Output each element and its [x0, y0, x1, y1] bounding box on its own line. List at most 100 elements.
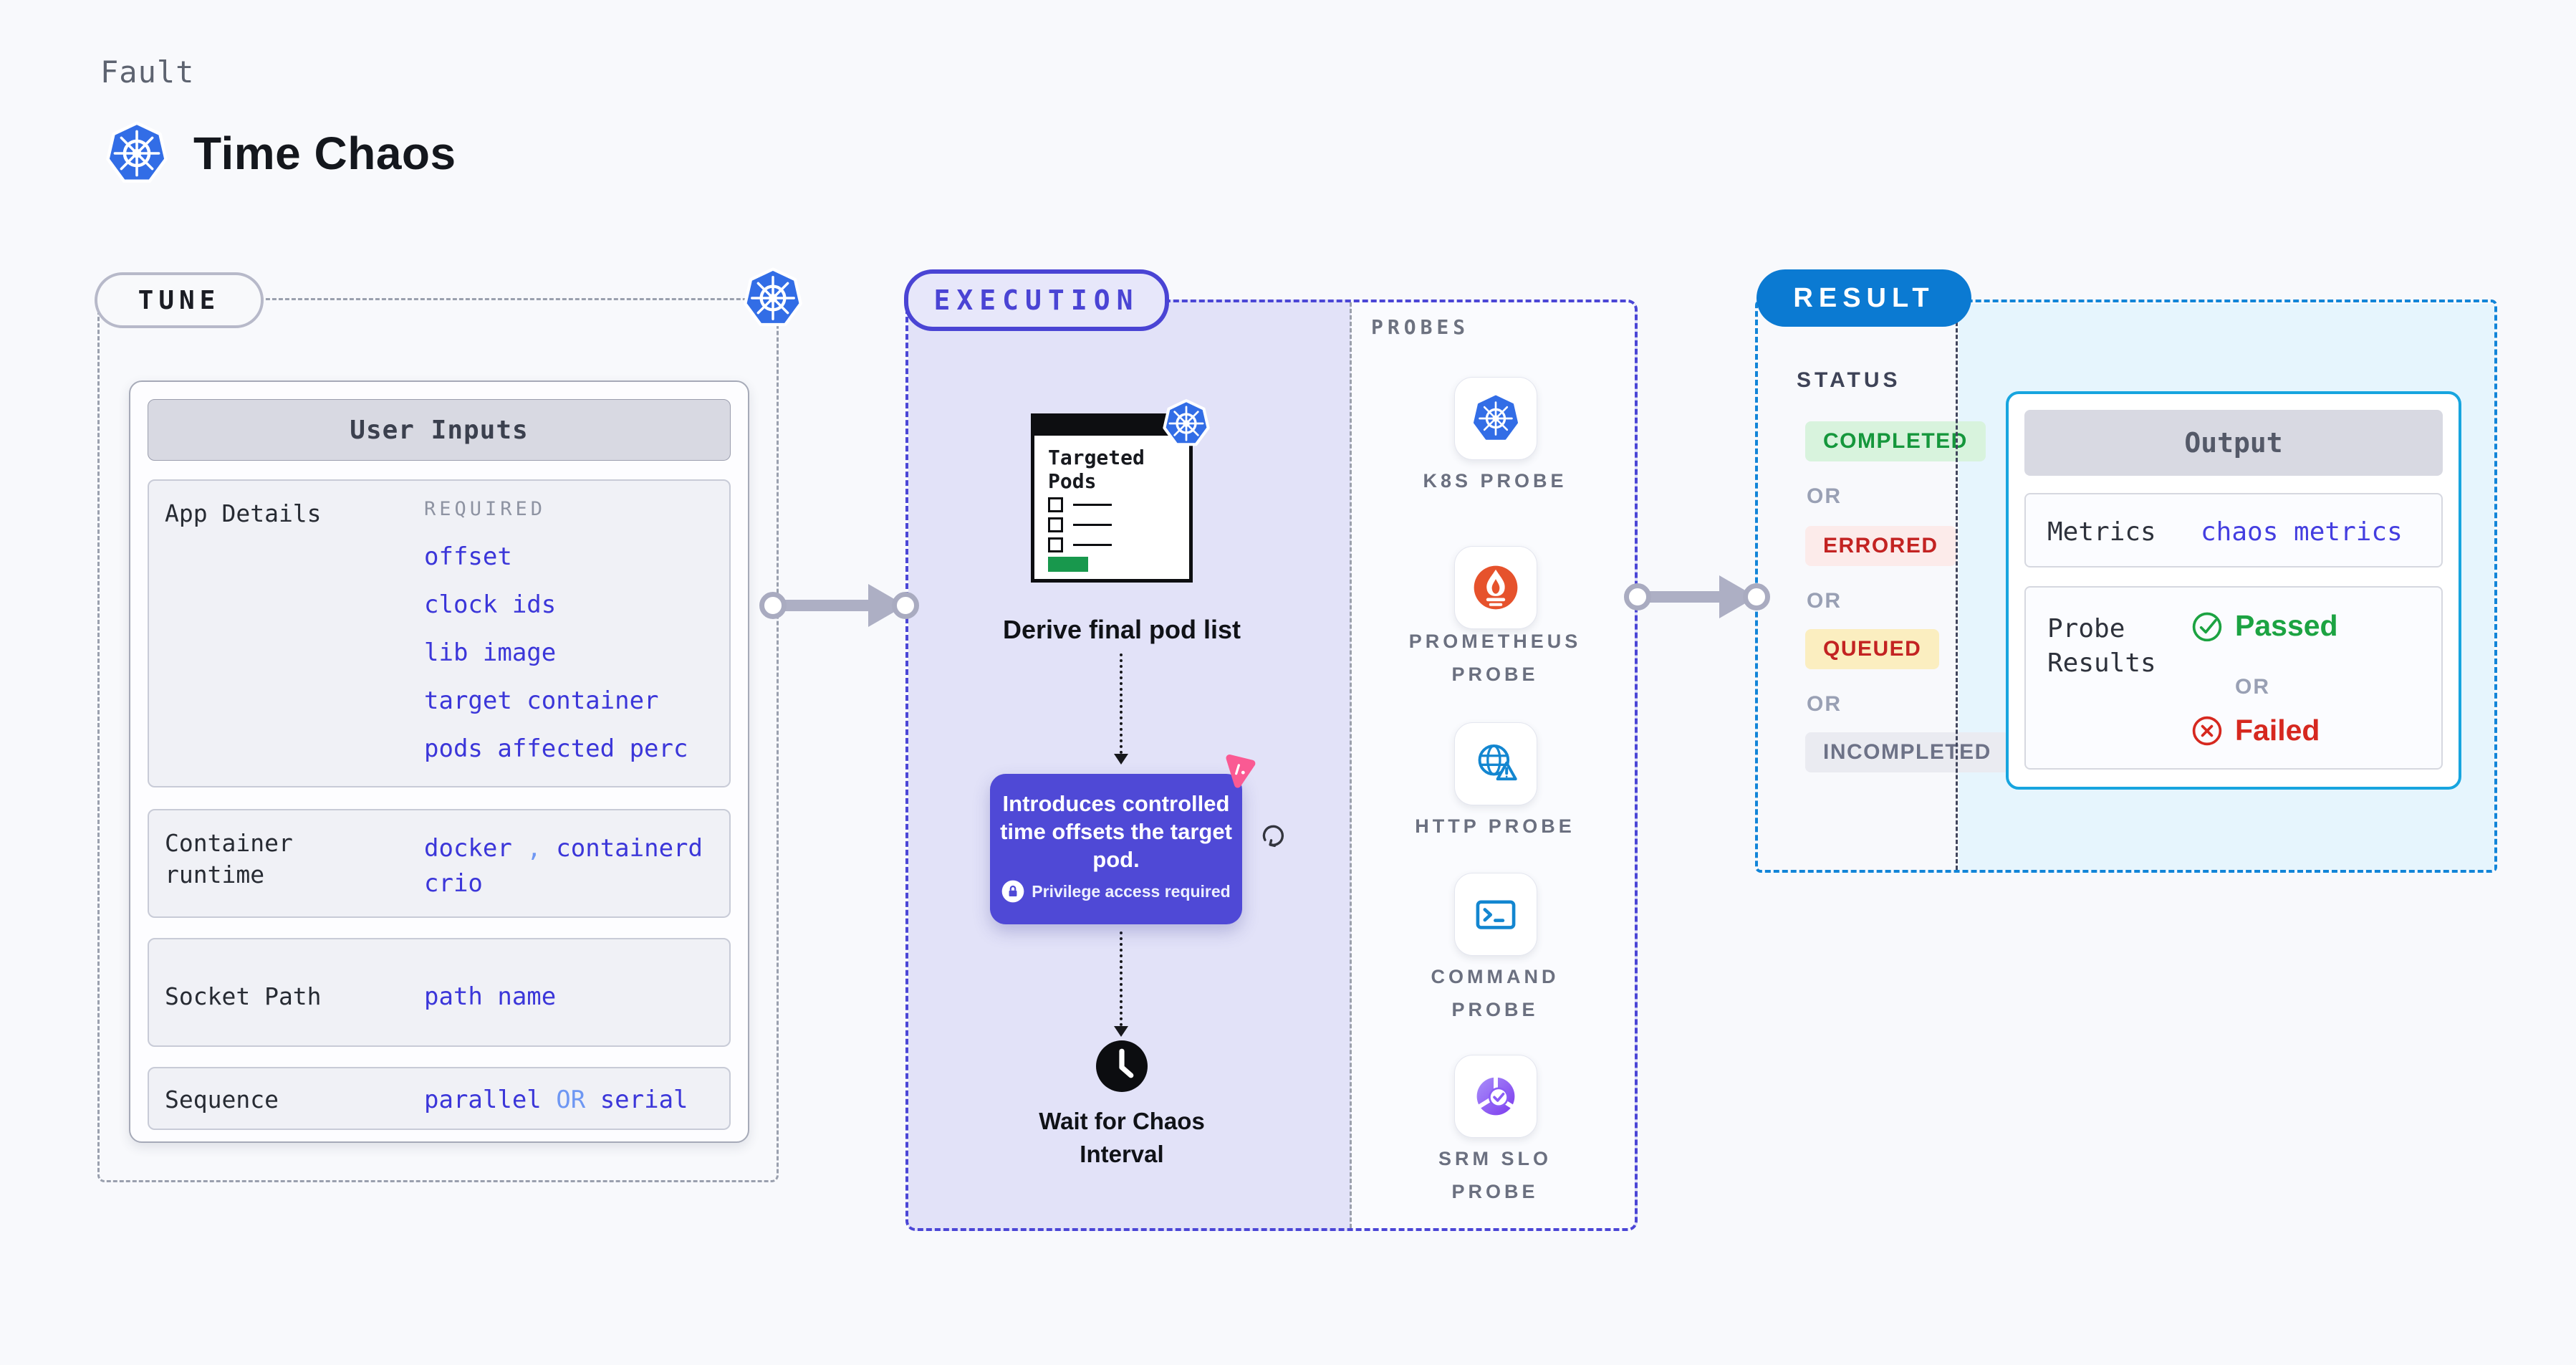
runtime-separator: ,: [527, 834, 542, 863]
probe-item-k8s: [1454, 377, 1537, 460]
terminal-icon: [1476, 900, 1516, 929]
status-badge-queued: QUEUED: [1805, 629, 1940, 669]
socket-path-row: Socket Path path name: [148, 938, 731, 1047]
status-badge-incompleted: INCOMPLETED: [1805, 732, 2009, 772]
page-header: Time Chaos: [105, 120, 456, 186]
checkbox-icon: [1048, 517, 1063, 532]
required-tag: REQUIRED: [424, 498, 547, 520]
kubernetes-icon: [744, 267, 802, 327]
lock-icon: [1001, 880, 1024, 903]
probe-item-http: [1454, 722, 1537, 805]
metrics-value: chaos metrics: [2201, 517, 2403, 547]
connector-node: [1624, 583, 1651, 610]
socket-path-label: Socket Path: [165, 982, 322, 1010]
derive-pod-list-caption: Derive final pod list: [1002, 615, 1241, 644]
app-detail-value: target container: [424, 686, 659, 715]
container-runtime-row: Container runtime docker , containerd cr…: [148, 809, 731, 918]
result-badge: RESULT: [1756, 269, 1971, 327]
checkbox-icon: [1048, 537, 1063, 552]
probe-item-prometheus: [1454, 546, 1537, 629]
app-details-label: App Details: [165, 499, 322, 527]
slo-gauge-check-icon: [1476, 1076, 1515, 1116]
tune-badge: TUNE: [95, 272, 264, 328]
tune-section-box: [97, 298, 779, 1182]
retry-loop-icon: [1262, 825, 1284, 848]
container-runtime-label: Container runtime: [165, 829, 293, 889]
app-detail-value: pods affected perc: [424, 734, 688, 763]
kubernetes-icon: [106, 121, 168, 183]
sequence-value: parallel: [424, 1086, 542, 1114]
status-output-separator: [1956, 302, 1958, 870]
page-title: Time Chaos: [193, 128, 456, 179]
status-badge-completed: COMPLETED: [1805, 421, 1986, 461]
metrics-label: Metrics: [2047, 517, 2156, 547]
flow-dotted-arrow-head: [1114, 1026, 1128, 1037]
wait-chaos-interval-caption: Wait for Chaos Interval: [1039, 1108, 1205, 1167]
probe-label: K8S PROBE: [1423, 470, 1567, 492]
check-circle-icon: [2192, 612, 2222, 641]
runtime-value: containerd: [556, 834, 703, 863]
tooltip-text: Introduces controlled time offsets the t…: [1000, 791, 1232, 872]
or-label: OR: [2235, 675, 2270, 699]
sequence-label: Sequence: [165, 1086, 279, 1113]
app-detail-value: lib image: [424, 638, 557, 667]
privilege-note: Privilege access required: [1032, 881, 1231, 901]
probe-results-label: Probe Results: [2047, 614, 2156, 678]
probe-result-passed: Passed: [2191, 609, 2338, 643]
or-label: OR: [1807, 589, 1842, 613]
output-title: Output: [2024, 410, 2443, 476]
probe-label: HTTP PROBE: [1415, 815, 1575, 837]
user-inputs-card: User Inputs App Details REQUIRED offset …: [129, 380, 749, 1143]
chaos-carnival-icon: [1226, 755, 1256, 788]
kubernetes-icon: [1473, 395, 1519, 440]
flow-dotted-line: [1120, 931, 1123, 1026]
flow-arrow-shaft: [782, 600, 868, 611]
checkbox-icon: [1048, 497, 1063, 512]
fault-description-tooltip: Introduces controlled time offsets the t…: [990, 774, 1242, 924]
output-card: Output Metrics chaos metrics Probe Resul…: [2006, 391, 2461, 790]
probe-label: COMMAND PROBE: [1431, 966, 1559, 1020]
flow-arrow-shaft: [1646, 591, 1719, 603]
execution-badge: EXECUTION: [904, 269, 1169, 331]
connector-node: [759, 592, 787, 619]
targeted-pods-card: Targeted Pods: [1031, 413, 1193, 583]
connector-node: [1743, 583, 1770, 610]
probes-panel-title: PROBES: [1371, 315, 1470, 339]
probe-item-command: [1454, 873, 1537, 956]
app-details-row: App Details REQUIRED offset clock ids li…: [148, 479, 731, 787]
progress-bar: [1048, 557, 1088, 572]
or-label: OR: [1807, 692, 1842, 716]
x-circle-icon: [2192, 716, 2222, 745]
globe-warning-icon: [1478, 744, 1517, 781]
connector-node: [892, 592, 919, 619]
fault-kind-label: Fault: [100, 54, 195, 90]
flow-dotted-line: [1120, 653, 1123, 754]
or-label: OR: [1807, 484, 1842, 508]
flow-dotted-arrow-head: [1114, 754, 1128, 765]
prometheus-icon: [1474, 565, 1518, 610]
probe-item-srm-slo: [1454, 1055, 1537, 1138]
probe-label: SRM SLO PROBE: [1438, 1148, 1552, 1202]
status-title: STATUS: [1797, 368, 1901, 392]
probe-result-failed: Failed: [2191, 714, 2320, 747]
sequence-or-label: OR: [556, 1086, 586, 1114]
kubernetes-icon: [1163, 399, 1210, 446]
app-detail-value: offset: [424, 542, 512, 571]
socket-path-value: path name: [424, 982, 557, 1011]
probe-label: PROMETHEUS PROBE: [1408, 631, 1582, 685]
failed-label: Failed: [2235, 714, 2320, 747]
probes-separator: [1350, 302, 1352, 1228]
passed-label: Passed: [2235, 609, 2338, 642]
pod-checklist: [1048, 497, 1112, 557]
runtime-value: docker: [424, 834, 512, 863]
wait-clock-icon: [1096, 1040, 1148, 1092]
user-inputs-title: User Inputs: [148, 399, 731, 461]
targeted-pods-title: Targeted Pods: [1048, 446, 1145, 493]
sequence-value: serial: [600, 1086, 688, 1114]
status-badge-errored: ERRORED: [1805, 526, 1956, 566]
sequence-row: Sequence parallel OR serial: [148, 1067, 731, 1130]
probe-results-row: Probe Results Passed OR Failed: [2024, 586, 2443, 770]
metrics-row: Metrics chaos metrics: [2024, 493, 2443, 567]
app-detail-value: clock ids: [424, 590, 557, 619]
